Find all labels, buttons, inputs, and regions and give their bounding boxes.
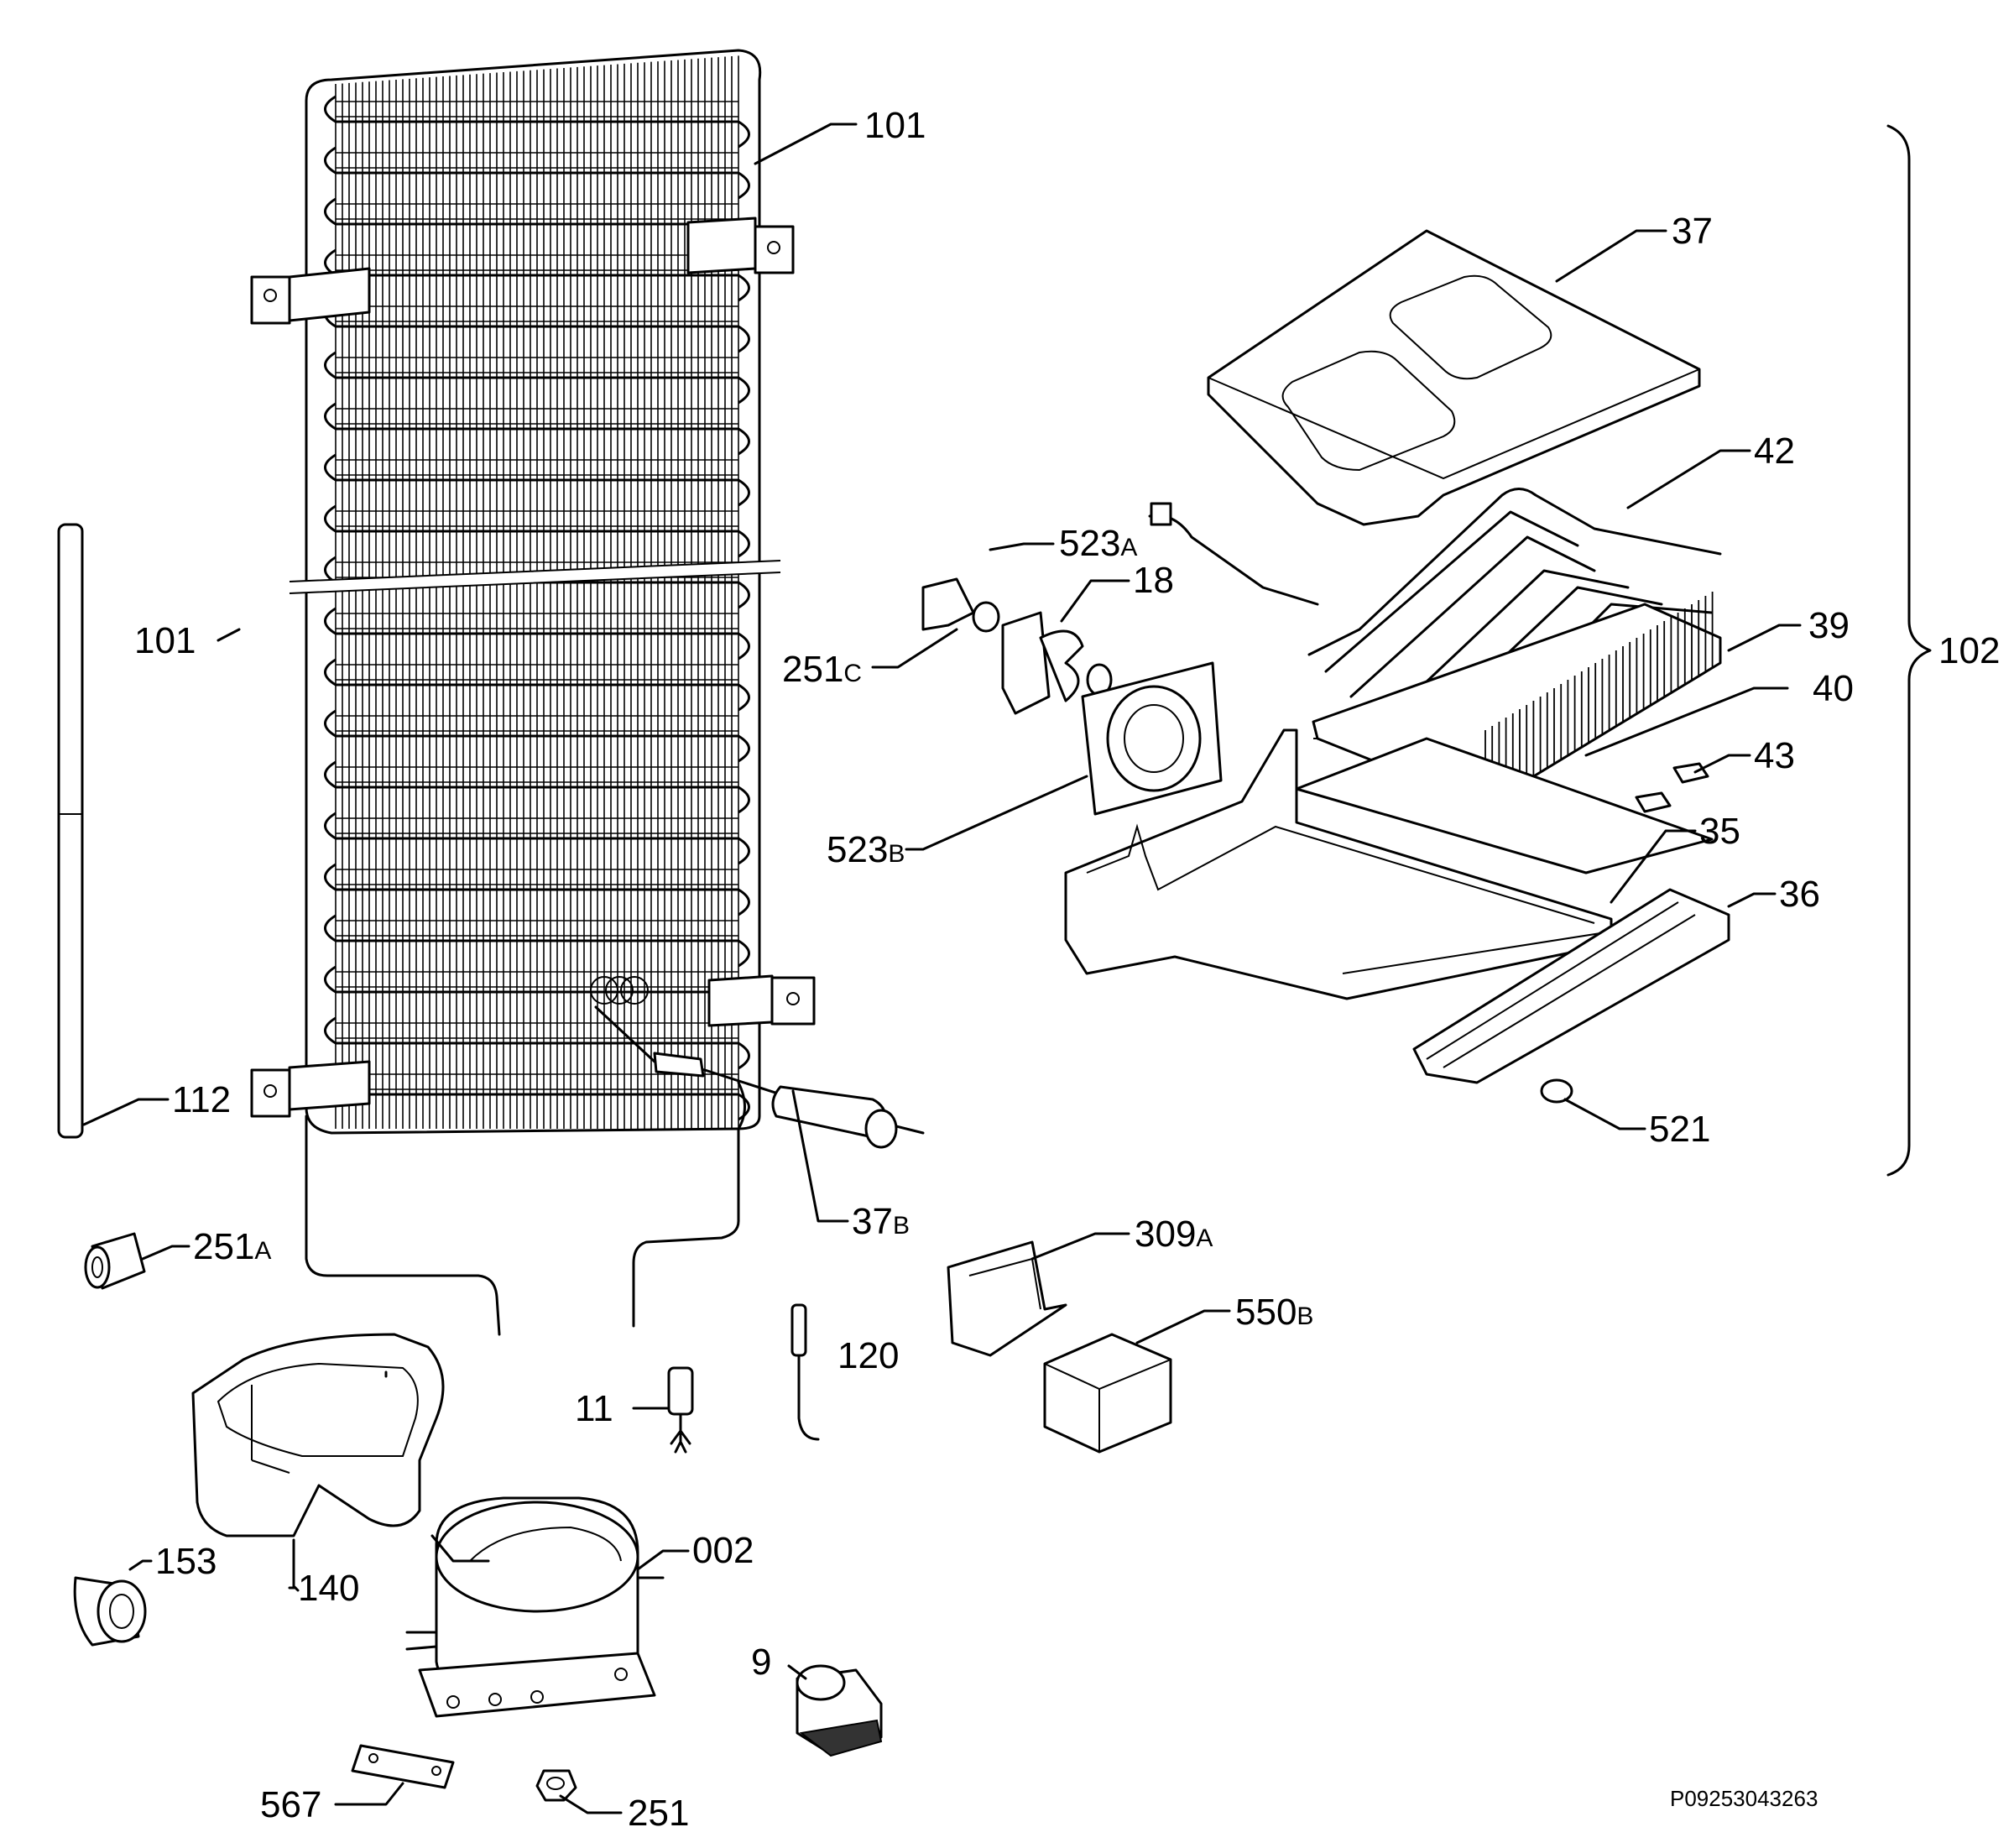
capillary-coil bbox=[590, 976, 925, 1135]
part-11 bbox=[667, 1366, 694, 1454]
fan-housing-523b bbox=[1081, 661, 1223, 816]
part-labels: 101 101 37 42 523A 18 251C 523B 39 40 43… bbox=[134, 105, 2000, 1834]
label-43: 43 bbox=[1754, 735, 1795, 776]
document-code: P09253043263 bbox=[1670, 1786, 1818, 1811]
label-523b: 523B bbox=[827, 829, 905, 870]
holder-309a bbox=[947, 1240, 1067, 1357]
label-309a: 309A bbox=[1135, 1214, 1213, 1255]
label-140: 140 bbox=[298, 1568, 359, 1609]
compressor-tray-140 bbox=[191, 1333, 445, 1537]
nut-251 bbox=[535, 1769, 577, 1802]
box-550b bbox=[1043, 1333, 1172, 1454]
label-101-left: 101 bbox=[134, 620, 196, 661]
label-112: 112 bbox=[172, 1079, 231, 1120]
condenser-bracket-bl bbox=[250, 1060, 371, 1118]
label-153: 153 bbox=[155, 1541, 217, 1582]
label-251a: 251A bbox=[193, 1226, 271, 1267]
label-251: 251 bbox=[628, 1793, 689, 1834]
bracket-523a bbox=[921, 577, 975, 631]
leader-lines bbox=[82, 123, 1802, 1814]
pad-40 bbox=[1295, 737, 1714, 874]
label-251c: 251C bbox=[782, 649, 862, 690]
condenser-bracket-tl bbox=[250, 267, 371, 325]
grommet-251c bbox=[972, 601, 1000, 633]
evaporator-assembly-102 bbox=[921, 124, 1932, 1454]
label-36: 36 bbox=[1779, 874, 1820, 915]
label-42: 42 bbox=[1754, 431, 1795, 472]
label-523a: 523A bbox=[1059, 523, 1137, 564]
relay-9 bbox=[796, 1664, 883, 1757]
label-102: 102 bbox=[1938, 630, 2000, 671]
plate-567 bbox=[351, 1744, 455, 1789]
condenser-bracket-tr bbox=[686, 217, 795, 274]
label-11: 11 bbox=[575, 1388, 613, 1429]
label-550b: 550B bbox=[1235, 1292, 1313, 1333]
condenser-tube-loops bbox=[324, 95, 750, 1121]
label-521: 521 bbox=[1649, 1109, 1710, 1150]
label-37b: 37B bbox=[852, 1201, 910, 1242]
ring-521 bbox=[1540, 1078, 1573, 1104]
defrost-heater-42 bbox=[1148, 488, 1722, 740]
group-bracket-102 bbox=[1886, 124, 1932, 1177]
tube-112 bbox=[57, 523, 84, 1139]
label-120: 120 bbox=[837, 1335, 899, 1376]
blocks-43 bbox=[1635, 762, 1709, 813]
label-101-top: 101 bbox=[864, 105, 926, 146]
label-9: 9 bbox=[751, 1642, 771, 1683]
filter-drier-37b bbox=[771, 1085, 898, 1149]
label-37: 37 bbox=[1672, 211, 1713, 252]
part-120 bbox=[790, 1303, 820, 1441]
label-002: 002 bbox=[692, 1530, 754, 1571]
label-39: 39 bbox=[1808, 605, 1850, 646]
label-35: 35 bbox=[1699, 811, 1740, 852]
compressor-002 bbox=[405, 1496, 665, 1718]
grommet-153 bbox=[73, 1576, 147, 1647]
label-567: 567 bbox=[260, 1784, 321, 1825]
condenser-wires bbox=[335, 55, 739, 1129]
label-40: 40 bbox=[1813, 668, 1854, 709]
fan-motor-18 bbox=[1001, 611, 1113, 715]
cover-37 bbox=[1207, 229, 1701, 526]
drip-tray-36 bbox=[1412, 888, 1730, 1084]
label-18: 18 bbox=[1133, 560, 1174, 601]
condenser-bracket-br bbox=[707, 974, 816, 1027]
condenser-101 bbox=[250, 49, 925, 1336]
grommet-251a bbox=[84, 1232, 146, 1290]
